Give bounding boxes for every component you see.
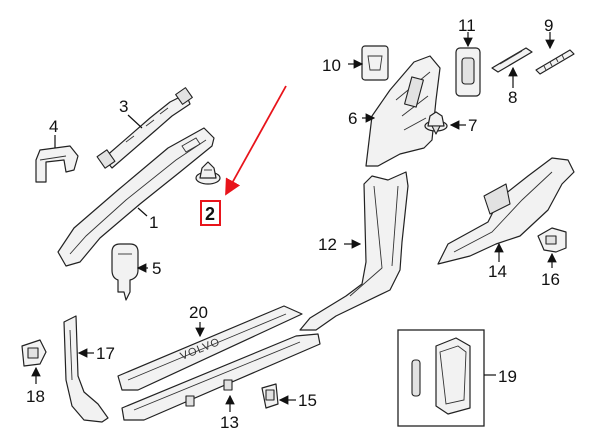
label-8: 8 (508, 66, 518, 107)
part-3-bracket (96, 87, 193, 169)
label-12: 12 (318, 235, 362, 254)
part-8-clip-strip (491, 47, 533, 73)
part-17-pillar-strip (63, 315, 109, 423)
part-12-b-pillar-lower (299, 171, 409, 331)
part-19-lamp-assembly (397, 329, 485, 427)
label-text-14: 14 (488, 262, 507, 281)
label-text-2: 2 (205, 204, 215, 224)
label-text-15: 15 (298, 391, 317, 410)
part-11-cover (455, 47, 481, 97)
label-text-19: 19 (498, 367, 517, 386)
part-4-clip-bracket (35, 145, 79, 183)
label-18: 18 (26, 366, 45, 406)
label-7: 7 (449, 116, 477, 135)
label-16: 16 (541, 252, 560, 289)
label-text-20: 20 (189, 303, 208, 322)
label-6: 6 (348, 109, 376, 128)
label-text-11: 11 (458, 16, 476, 35)
label-13: 13 (220, 394, 239, 432)
part-7-clip (424, 111, 448, 135)
label-text-18: 18 (26, 387, 45, 406)
part-5-fastener (111, 243, 139, 301)
part-18-bracket (21, 339, 47, 367)
label-text-1: 1 (149, 213, 158, 232)
part-14-quarter-trim (437, 157, 575, 265)
label-text-10: 10 (322, 56, 341, 75)
label-19: 19 (484, 367, 517, 386)
label-text-12: 12 (318, 235, 337, 254)
label-text-5: 5 (152, 259, 161, 278)
part-6-b-pillar-upper (365, 55, 441, 167)
part-2-clip (195, 161, 221, 185)
part-1-a-pillar-trim (57, 127, 215, 267)
label-11: 11 (458, 16, 476, 48)
label-4: 4 (49, 117, 58, 148)
label-text-17: 17 (96, 344, 115, 363)
label-text-16: 16 (541, 270, 560, 289)
part-16-bracket (537, 227, 567, 253)
label-3: 3 (119, 97, 143, 129)
label-5: 5 (136, 259, 161, 278)
label-15: 15 (278, 391, 317, 410)
label-text-13: 13 (220, 413, 239, 432)
label-text-3: 3 (119, 97, 128, 116)
label-text-7: 7 (468, 116, 477, 135)
label-2-highlighted: 2 (200, 85, 287, 226)
label-17: 17 (77, 344, 115, 363)
label-text-8: 8 (508, 88, 517, 107)
label-10: 10 (322, 56, 364, 75)
label-1: 1 (137, 207, 158, 232)
label-9: 9 (544, 16, 555, 50)
part-15-clip (261, 383, 279, 409)
part-9-spring-pin (535, 49, 575, 75)
label-text-9: 9 (544, 16, 553, 35)
label-text-4: 4 (49, 117, 58, 136)
label-14: 14 (488, 242, 507, 281)
highlight-arrow (225, 85, 287, 196)
part-13-sill-plate (121, 333, 321, 421)
part-10-belt-guide (361, 45, 389, 81)
label-20: 20 (189, 303, 208, 338)
highlight-box (200, 200, 221, 226)
label-text-6: 6 (348, 109, 357, 128)
